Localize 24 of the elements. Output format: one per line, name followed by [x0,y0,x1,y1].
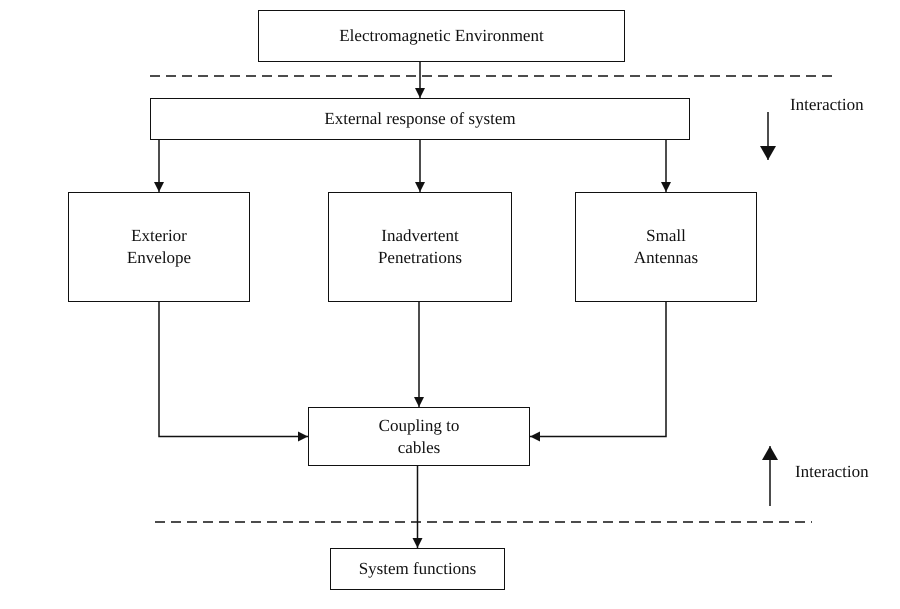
box-label: System functions [358,558,476,580]
box-label: External response of system [324,108,516,130]
box-label: Inadvertent Penetrations [376,225,464,269]
process-box [150,98,690,140]
arrow [530,302,667,442]
process-box [330,548,505,590]
arrow [415,62,425,98]
arrow [661,140,671,192]
arrow [415,140,425,192]
process-box [328,192,512,302]
annotation-label: Interaction [790,95,864,115]
arrow [158,302,308,442]
annotation-label: Interaction [795,462,869,482]
process-box [258,10,625,62]
process-box [308,407,530,466]
box-label: Coupling to cables [378,414,460,458]
arrow [154,140,164,192]
box-label: Electromagnetic Environment [339,25,544,47]
arrow [414,302,424,407]
box-label: Exterior Envelope [126,225,192,269]
box-label: Small Antennas [632,225,700,269]
process-box [68,192,250,302]
process-box [575,192,757,302]
arrow [412,466,422,548]
